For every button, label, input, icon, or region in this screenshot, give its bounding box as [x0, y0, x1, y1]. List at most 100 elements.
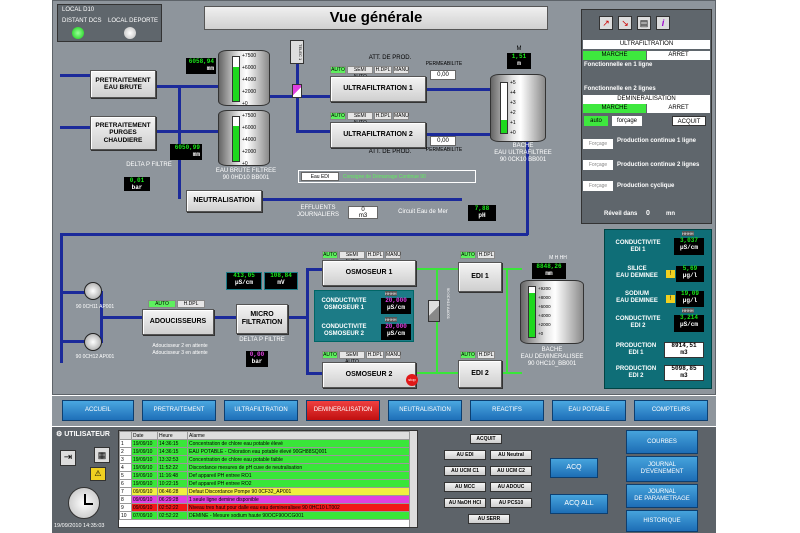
edi1-hdpl-tag[interactable]: H.DPL	[477, 251, 495, 259]
edi-1-button[interactable]: EDI 1	[458, 262, 502, 292]
journal-evenement-button[interactable]: JOURNAL D'EVENEMENT	[626, 456, 698, 482]
os1-semi-auto-tag[interactable]: SEMI AUTO	[339, 251, 365, 265]
neutralisation-button[interactable]: NEUTRALISATION	[186, 190, 262, 212]
uf2-hdpl-tag[interactable]: H.DPL	[374, 112, 392, 120]
adoucisseurs-button[interactable]: ADOUCISSEURS	[142, 309, 214, 335]
nav-compteurs[interactable]: COMPTEURS	[634, 400, 708, 421]
osmoseur-2-stop-icon[interactable]: stop	[406, 374, 418, 386]
alarm-index: 4	[119, 463, 132, 472]
distant-dcs-lamp[interactable]	[72, 27, 84, 39]
edi-valve-icon[interactable]	[428, 300, 440, 322]
micro-filtration-button[interactable]: MICRO FILTRATION	[236, 304, 288, 334]
alarm-bell-icon[interactable]: ⚠	[90, 467, 106, 481]
uf1-manu-tag[interactable]: MANU	[393, 66, 409, 74]
auto-button[interactable]: auto	[584, 116, 608, 126]
adouc-hdpl-tag[interactable]: H.DPL	[177, 300, 205, 308]
edi2-auto-tag[interactable]: AUTO	[460, 351, 476, 359]
nav-reactifs[interactable]: REACTIFS	[470, 400, 544, 421]
adouc-auto-tag[interactable]: AUTO	[148, 300, 176, 308]
right-acquit-button[interactable]: ACQUIT	[672, 116, 706, 126]
os2-semi-auto-tag[interactable]: SEMI AUTO	[339, 351, 365, 365]
os2-hdpl-tag[interactable]: H.DPL	[366, 351, 384, 359]
ultrafiltration-2-button[interactable]: ULTRAFILTRATION 2	[330, 122, 426, 148]
os1-manu-tag[interactable]: MANU	[385, 251, 401, 259]
info-icon[interactable]: i	[656, 16, 670, 30]
pretraitement-eau-brute-button[interactable]: PRETRAITEMENT EAU BRUTE	[90, 70, 156, 98]
au-serr-button[interactable]: AU SERR	[468, 514, 510, 524]
alarm-index: 2	[119, 447, 132, 456]
au-edi-button[interactable]: AU EDI	[444, 450, 486, 460]
au-ucm-c1-button[interactable]: AU UCM C1	[444, 466, 486, 476]
cond-edi1-label: CONDUCTIVITE EDI 1	[615, 240, 661, 253]
osmoseur-2-button[interactable]: OSMOSEUR 2	[322, 362, 416, 388]
au-adouc-button[interactable]: AU ADOUC	[490, 482, 532, 492]
edi-2-button[interactable]: EDI 2	[458, 360, 502, 388]
pump-1-icon[interactable]	[84, 282, 102, 300]
acq-all-button[interactable]: ACQ ALL	[550, 494, 608, 514]
os1-auto-tag[interactable]: AUTO	[322, 251, 338, 259]
edi1-auto-tag[interactable]: AUTO	[460, 251, 476, 259]
pretraitement-purges-button[interactable]: PRETRAITEMENT PURGES CHAUDIERE	[90, 116, 156, 150]
edi-valve-label: 90 0CH10 AA001	[446, 288, 451, 319]
au-naoh-hcl-button[interactable]: AU NaOH HCl	[444, 498, 486, 508]
print-icon[interactable]: ▤	[637, 16, 651, 30]
chart-icon[interactable]: ↗	[599, 16, 613, 30]
effluents-label: EFFLUENTS JOURNALIERS	[296, 205, 339, 218]
ultrafiltration-1-button[interactable]: ULTRAFILTRATION 1	[330, 76, 426, 102]
keyboard-icon[interactable]: ▦	[94, 447, 110, 463]
local-deporte-lamp[interactable]	[124, 27, 136, 39]
os2-manu-tag[interactable]: MANU	[385, 351, 401, 359]
au-mcc-button[interactable]: AU MCC	[444, 482, 486, 492]
os2-auto-tag[interactable]: AUTO	[322, 351, 338, 359]
journal-parametrage-button[interactable]: JOURNAL DE PARAMETRAGE	[626, 484, 698, 508]
pump-2-icon[interactable]	[84, 333, 102, 351]
au-ucm-c2-button[interactable]: AU UCM C2	[490, 466, 532, 476]
nav-pretraitement[interactable]: PRETRAITEMENT	[142, 400, 216, 421]
telec-valve[interactable]: TELEC 1	[290, 40, 304, 64]
demin-marche-button[interactable]: MARCHE	[583, 104, 646, 113]
uf1-hdpl-tag[interactable]: H.DPL	[374, 66, 392, 74]
os1-hdpl-tag[interactable]: H.DPL	[366, 251, 384, 259]
acq-button[interactable]: ACQ	[550, 458, 598, 478]
nav-demineralisation[interactable]: DEMINERALISATION	[306, 400, 380, 421]
nav-ultrafiltration[interactable]: ULTRAFILTRATION	[224, 400, 298, 421]
forcage-3-button[interactable]: Forçage	[583, 181, 613, 191]
uf1-auto-tag[interactable]: AUTO	[330, 66, 346, 74]
courbes-button[interactable]: COURBES	[626, 430, 698, 454]
uf-marche-button[interactable]: MARCHE	[583, 51, 646, 60]
forcage-1-button[interactable]: Forçage	[583, 139, 613, 149]
historique-button[interactable]: HISTORIQUE	[626, 510, 698, 532]
edi2-hdpl-tag[interactable]: H.DPL	[477, 351, 495, 359]
nav-neutralisation[interactable]: NEUTRALISATION	[388, 400, 462, 421]
alarm-scrollbar[interactable]	[409, 431, 417, 527]
forcage-button[interactable]: forçage	[612, 116, 642, 126]
uf2-manu-tag[interactable]: MANU	[393, 112, 409, 120]
trend-icon[interactable]: ↘	[618, 16, 632, 30]
nav-eau-potable[interactable]: EAU POTABLE	[552, 400, 626, 421]
bottom-acquit-button[interactable]: ACQUIT	[470, 434, 502, 444]
uf2-auto-tag[interactable]: AUTO	[330, 112, 346, 120]
osmoseur-1-button[interactable]: OSMOSEUR 1	[322, 260, 416, 286]
uf2-semi-auto-tag[interactable]: SEMI AUTO	[347, 112, 373, 126]
alarm-text: Niveau tres haut pour dalle eau eau demi…	[187, 503, 417, 512]
uf1-semi-auto-tag[interactable]: SEMI AUTO	[347, 66, 373, 80]
uf-arret-button[interactable]: ARRET	[647, 51, 710, 60]
forcage-2-button[interactable]: Forçage	[583, 160, 613, 170]
au-pcs10-button[interactable]: AU PCS10	[490, 498, 532, 508]
au-neutral-button[interactable]: AU Neutral	[490, 450, 532, 460]
demin-arret-button[interactable]: ARRET	[647, 104, 710, 113]
logout-icon[interactable]: ⇥	[60, 450, 76, 466]
valve-icon[interactable]	[292, 84, 302, 98]
nav-accueil[interactable]: ACCUEIL	[62, 400, 134, 421]
